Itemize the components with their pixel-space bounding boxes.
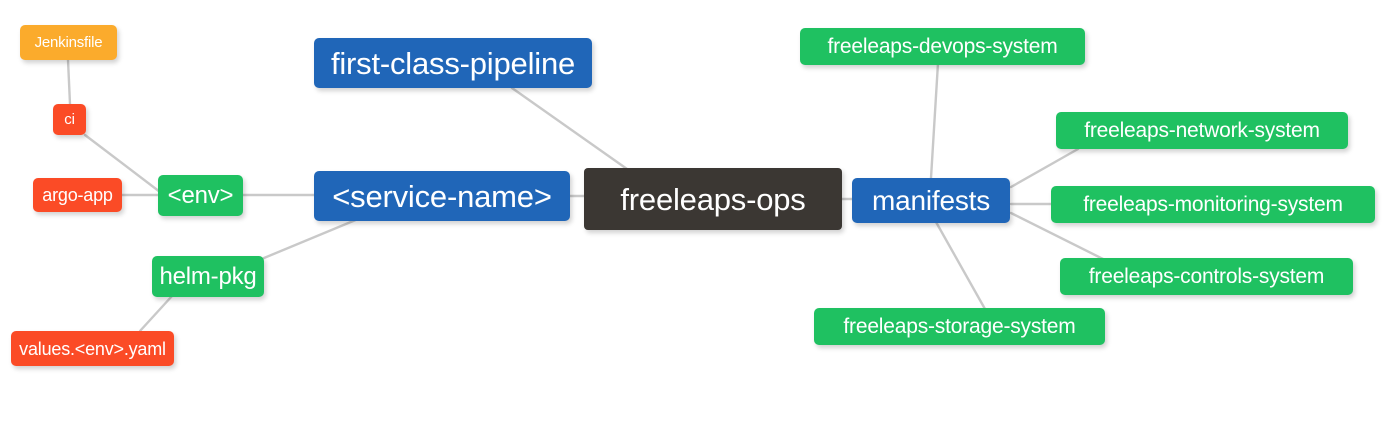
node-env[interactable]: <env> <box>158 175 243 216</box>
edge-helmpkg-servicename <box>262 217 360 260</box>
node-first-class-pipeline[interactable]: first-class-pipeline <box>314 38 592 88</box>
node-freeleaps-ops-root[interactable]: freeleaps-ops <box>584 168 842 230</box>
node-ci[interactable]: ci <box>53 104 86 135</box>
edge-valuesyaml-helmpkg <box>138 294 174 333</box>
node-manifests[interactable]: manifests <box>852 178 1010 223</box>
node-freeleaps-monitoring-system[interactable]: freeleaps-monitoring-system <box>1051 186 1375 223</box>
node-freeleaps-network-system[interactable]: freeleaps-network-system <box>1056 112 1348 149</box>
node-helm-pkg[interactable]: helm-pkg <box>152 256 264 297</box>
node-freeleaps-controls-system[interactable]: freeleaps-controls-system <box>1060 258 1353 295</box>
node-jenkinsfile[interactable]: Jenkinsfile <box>20 25 117 60</box>
edge-firstclasspipeline-root <box>510 86 629 171</box>
edge-jenkinsfile-ci <box>66 58 72 106</box>
edge-manifests-network <box>1009 147 1080 189</box>
edge-manifests-devops <box>929 61 940 180</box>
node-freeleaps-devops-system[interactable]: freeleaps-devops-system <box>800 28 1085 65</box>
node-argo-app[interactable]: argo-app <box>33 178 122 212</box>
node-values-env-yaml[interactable]: values.<env>.yaml <box>11 331 174 366</box>
edge-manifests-storage <box>934 220 987 311</box>
node-service-name[interactable]: <service-name> <box>314 171 570 221</box>
node-freeleaps-storage-system[interactable]: freeleaps-storage-system <box>814 308 1105 345</box>
